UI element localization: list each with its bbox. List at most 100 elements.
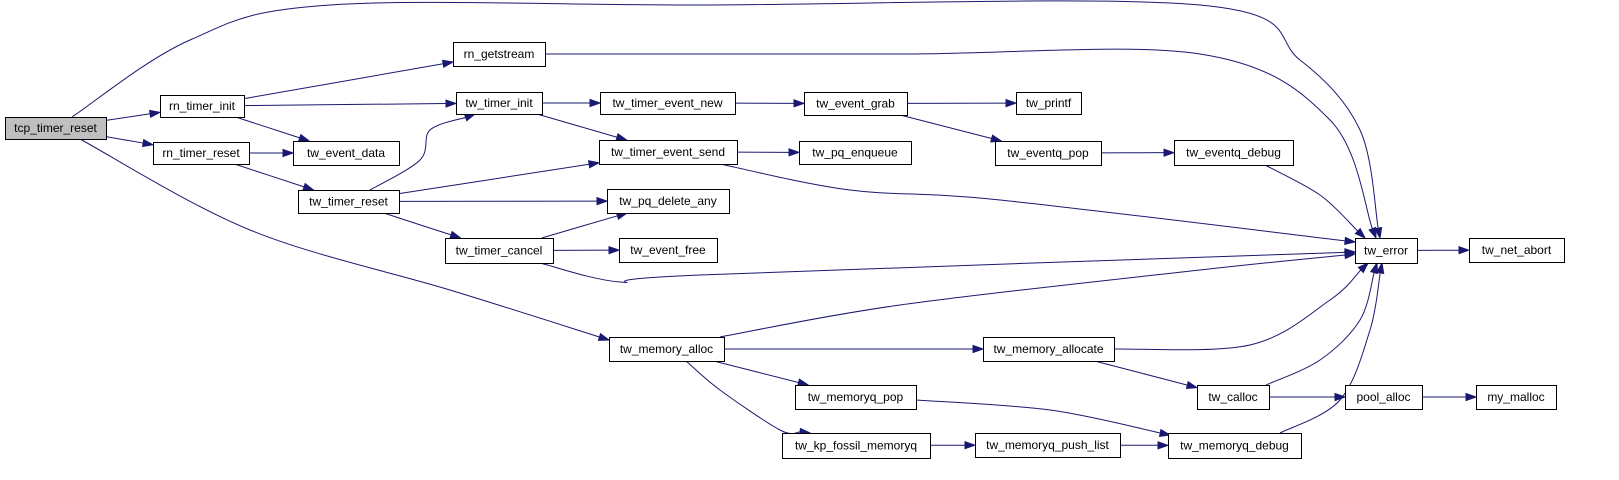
- edge-tw_memory_allocate-to-tw_error: [1113, 269, 1362, 351]
- node-pool_alloc[interactable]: pool_alloc: [1345, 385, 1423, 410]
- node-box: [1476, 385, 1557, 410]
- node-box: [782, 433, 931, 459]
- arrowhead-tw_eventq_pop: [990, 134, 1003, 143]
- node-box: [795, 385, 917, 410]
- node-tcp_timer_reset[interactable]: tcp_timer_reset: [5, 117, 107, 140]
- edge-rn_getstream-to-tw_error: [545, 48, 1373, 229]
- node-box: [599, 140, 738, 165]
- node-tw_event_free[interactable]: tw_event_free: [619, 238, 718, 263]
- node-label: tw_calloc: [1208, 390, 1257, 404]
- edge-tw_memory_alloc-to-tw_memoryq_pop: [713, 360, 799, 384]
- node-rn_timer_reset[interactable]: rn_timer_reset: [153, 142, 250, 165]
- node-label: tw_event_grab: [816, 97, 895, 111]
- arrowhead-tw_error: [1376, 261, 1385, 275]
- node-label: tw_event_free: [630, 243, 706, 257]
- arrowhead-tw_pq_delete_any: [596, 196, 609, 206]
- arrowhead-tw_memoryq_debug: [1157, 441, 1170, 450]
- arrowhead-tw_timer_cancel: [449, 230, 463, 239]
- node-box: [609, 337, 725, 362]
- node-label: tw_memoryq_pop: [808, 390, 904, 404]
- edge-tcp_timer_reset-to-rn_timer_reset: [105, 136, 144, 144]
- node-rn_timer_init[interactable]: rn_timer_init: [160, 95, 245, 118]
- node-tw_memory_allocate[interactable]: tw_memory_allocate: [983, 337, 1115, 362]
- arrowhead-tw_memoryq_pop: [797, 378, 810, 387]
- arrowhead-tw_pq_enqueue: [788, 148, 801, 157]
- edge-tw_timer_cancel-to-tw_error: [539, 251, 1346, 284]
- node-box: [995, 141, 1102, 166]
- node-label: pool_alloc: [1356, 390, 1410, 404]
- node-tw_timer_event_new[interactable]: tw_timer_event_new: [600, 92, 736, 115]
- arrowhead-tw_error: [1373, 226, 1383, 240]
- arrowhead-tw_event_data: [297, 133, 311, 142]
- node-tw_timer_reset[interactable]: tw_timer_reset: [298, 190, 400, 214]
- arrowhead-tw_event_data: [282, 148, 295, 158]
- node-tw_event_data[interactable]: tw_event_data: [293, 141, 400, 166]
- edge-rn_timer_init-to-tw_timer_init: [243, 103, 447, 107]
- node-box: [160, 95, 245, 118]
- node-tw_pq_enqueue[interactable]: tw_pq_enqueue: [799, 141, 912, 165]
- node-tw_net_abort[interactable]: tw_net_abort: [1469, 238, 1565, 263]
- node-label: tw_pq_delete_any: [619, 194, 716, 208]
- node-tw_timer_event_send[interactable]: tw_timer_event_send: [599, 140, 738, 165]
- node-tw_eventq_pop[interactable]: tw_eventq_pop: [995, 141, 1102, 166]
- node-label: tw_timer_event_send: [611, 145, 725, 159]
- node-label: tw_timer_reset: [309, 195, 388, 209]
- arrowhead-tw_error: [1357, 261, 1370, 274]
- edge-tw_timer_init-to-tw_timer_event_send: [536, 113, 618, 138]
- arrowhead-tw_error: [1354, 227, 1367, 240]
- node-box: [983, 337, 1115, 362]
- node-tw_error[interactable]: tw_error: [1355, 238, 1418, 264]
- arrowhead-tw_printf: [1005, 98, 1018, 108]
- edge-tcp_timer_reset-to-tw_error: [71, 0, 1379, 229]
- node-label: tw_net_abort: [1482, 243, 1552, 257]
- arrowhead-tw_error: [1344, 250, 1357, 260]
- node-box: [453, 42, 546, 67]
- node-label: tw_memory_alloc: [620, 342, 713, 356]
- node-label: tw_event_data: [307, 146, 385, 160]
- arrowhead-tw_eventq_debug: [1163, 148, 1176, 157]
- node-box: [799, 141, 912, 165]
- edge-tw_eventq_debug-to-tw_error: [1264, 164, 1359, 232]
- edge-tw_timer_reset-to-tw_timer_cancel: [383, 212, 452, 236]
- node-label: tw_memoryq_push_list: [986, 438, 1109, 452]
- node-tw_printf[interactable]: tw_printf: [1016, 92, 1082, 115]
- node-box: [1345, 385, 1423, 410]
- node-tw_kp_fossil_memoryq[interactable]: tw_kp_fossil_memoryq: [782, 433, 931, 459]
- node-tw_memoryq_debug[interactable]: tw_memoryq_debug: [1168, 433, 1302, 459]
- edge-tw_memory_alloc-to-tw_error: [719, 254, 1346, 338]
- node-box: [1168, 433, 1302, 459]
- node-box: [5, 117, 107, 140]
- node-tw_timer_init[interactable]: tw_timer_init: [456, 92, 543, 115]
- nodes-layer: tcp_timer_reset rn_timer_init rn_timer_res…: [5, 42, 1565, 459]
- node-tw_timer_cancel[interactable]: tw_timer_cancel: [445, 238, 554, 264]
- node-box: [456, 92, 543, 115]
- node-box: [153, 142, 250, 165]
- node-tw_memoryq_pop[interactable]: tw_memoryq_pop: [795, 385, 917, 410]
- node-rn_getstream[interactable]: rn_getstream: [453, 42, 546, 67]
- node-tw_event_grab[interactable]: tw_event_grab: [804, 92, 908, 116]
- node-box: [293, 141, 400, 166]
- node-box: [1174, 140, 1294, 166]
- node-tw_memoryq_push_list[interactable]: tw_memoryq_push_list: [975, 433, 1121, 458]
- edge-tw_calloc-to-tw_error: [1265, 272, 1375, 386]
- node-my_malloc[interactable]: my_malloc: [1476, 385, 1557, 410]
- arrowhead-tw_timer_reset: [302, 182, 315, 191]
- node-box: [1355, 238, 1418, 264]
- node-tw_eventq_debug[interactable]: tw_eventq_debug: [1174, 140, 1294, 166]
- node-label: tw_memory_allocate: [993, 342, 1103, 356]
- node-label: tw_printf: [1026, 96, 1072, 110]
- node-label: tw_eventq_debug: [1186, 146, 1281, 160]
- arrowhead-tw_memory_alloc: [597, 332, 611, 341]
- arrowhead-tw_calloc: [1185, 380, 1199, 390]
- edge-rn_timer_reset-to-tw_timer_reset: [234, 163, 305, 188]
- edge-tw_timer_reset-to-tw_timer_event_send: [398, 163, 590, 195]
- node-tw_pq_delete_any[interactable]: tw_pq_delete_any: [607, 189, 730, 214]
- arrowhead-tw_error: [1344, 236, 1357, 245]
- arrowhead-tw_timer_event_new: [589, 98, 602, 108]
- node-label: tcp_timer_reset: [14, 121, 97, 135]
- edge-tw_memory_allocate-to-tw_calloc: [1094, 360, 1188, 386]
- node-tw_calloc[interactable]: tw_calloc: [1197, 385, 1270, 410]
- node-tw_memory_alloc[interactable]: tw_memory_alloc: [609, 337, 725, 362]
- arrowhead-rn_timer_reset: [141, 138, 155, 148]
